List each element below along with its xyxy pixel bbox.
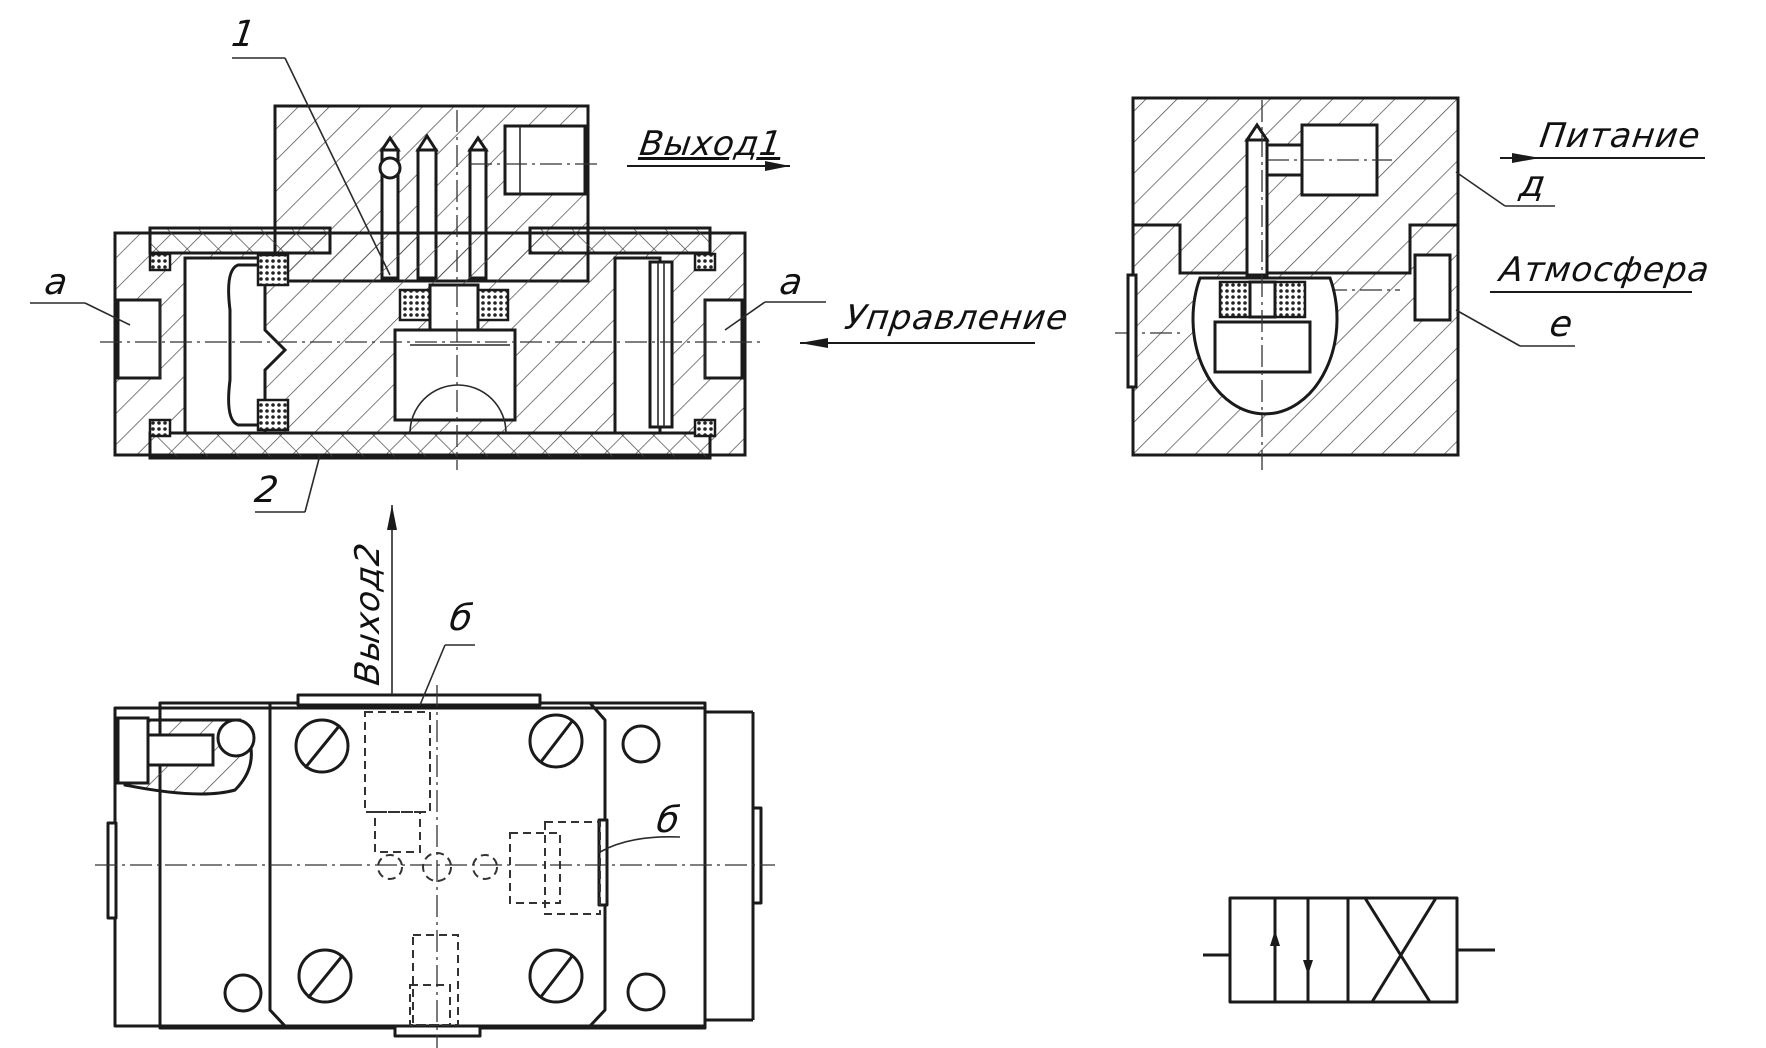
side-section-view <box>1115 96 1705 470</box>
valve-symbol <box>1203 896 1495 1004</box>
screw <box>294 718 350 774</box>
screw <box>528 713 584 769</box>
plan-view <box>95 505 775 1048</box>
atmosphere-label: Атмосфера <box>1497 250 1713 290</box>
bottom-plate-part-2 <box>148 431 712 460</box>
output-1-label: Выход1 <box>637 124 786 164</box>
output-2-label: Выход2 <box>348 539 388 688</box>
control-label: Управление <box>842 298 1072 338</box>
screw <box>528 948 584 1004</box>
supply-label: Питание <box>1537 116 1704 156</box>
screw <box>297 948 353 1004</box>
main-section-view <box>30 57 1035 513</box>
